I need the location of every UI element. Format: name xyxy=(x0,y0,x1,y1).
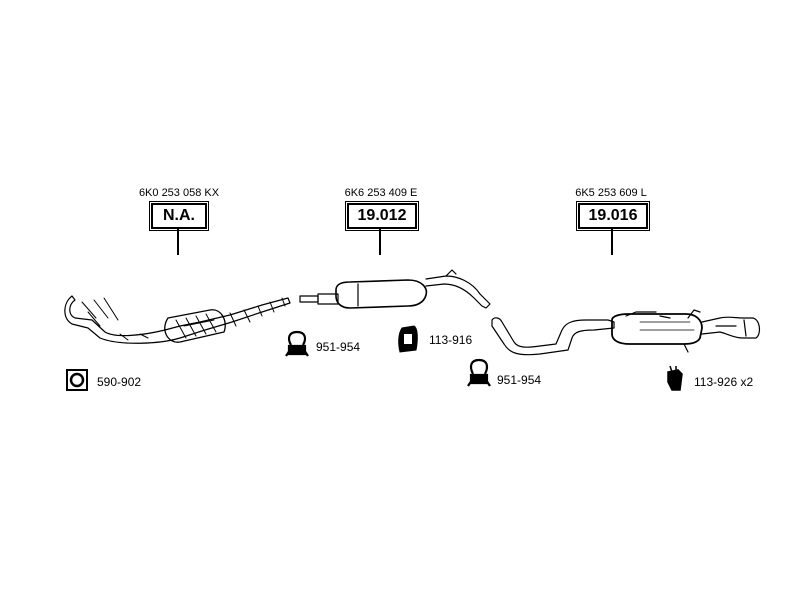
clamp-icon xyxy=(467,358,491,387)
reference-box-rear-silencer: 19.016 xyxy=(576,201,650,231)
reference-box-middle-silencer: 19.012 xyxy=(345,201,419,231)
gasket-icon xyxy=(66,369,88,391)
accessory-label-gasket: 590-902 xyxy=(97,375,142,389)
hanger-bracket-icon xyxy=(667,365,683,391)
leader-line-middle-silencer xyxy=(379,229,381,255)
accessory-label-hanger-bracket: 113-926 x2 xyxy=(694,375,754,389)
part-number-rear-silencer: 6K5 253 609 L xyxy=(575,187,647,199)
accessory-label-rubber-hanger: 113-916 xyxy=(429,333,473,347)
leader-line-rear-silencer xyxy=(611,229,613,255)
leader-line-catalyst xyxy=(177,229,179,255)
rubber-hanger-icon xyxy=(398,325,418,353)
middle-silencer-drawing xyxy=(299,269,491,309)
rear-silencer-drawing xyxy=(491,309,761,356)
part-number-middle-silencer: 6K6 253 409 E xyxy=(344,187,418,199)
reference-box-catalyst: N.A. xyxy=(149,201,209,231)
part-number-catalyst: 6K0 253 058 KX xyxy=(138,187,220,199)
catalytic-converter-drawing xyxy=(64,295,291,344)
accessory-label-clamp-2: 951-954 xyxy=(497,373,542,387)
accessory-label-clamp-1: 951-954 xyxy=(316,340,361,354)
clamp-icon xyxy=(285,330,309,357)
